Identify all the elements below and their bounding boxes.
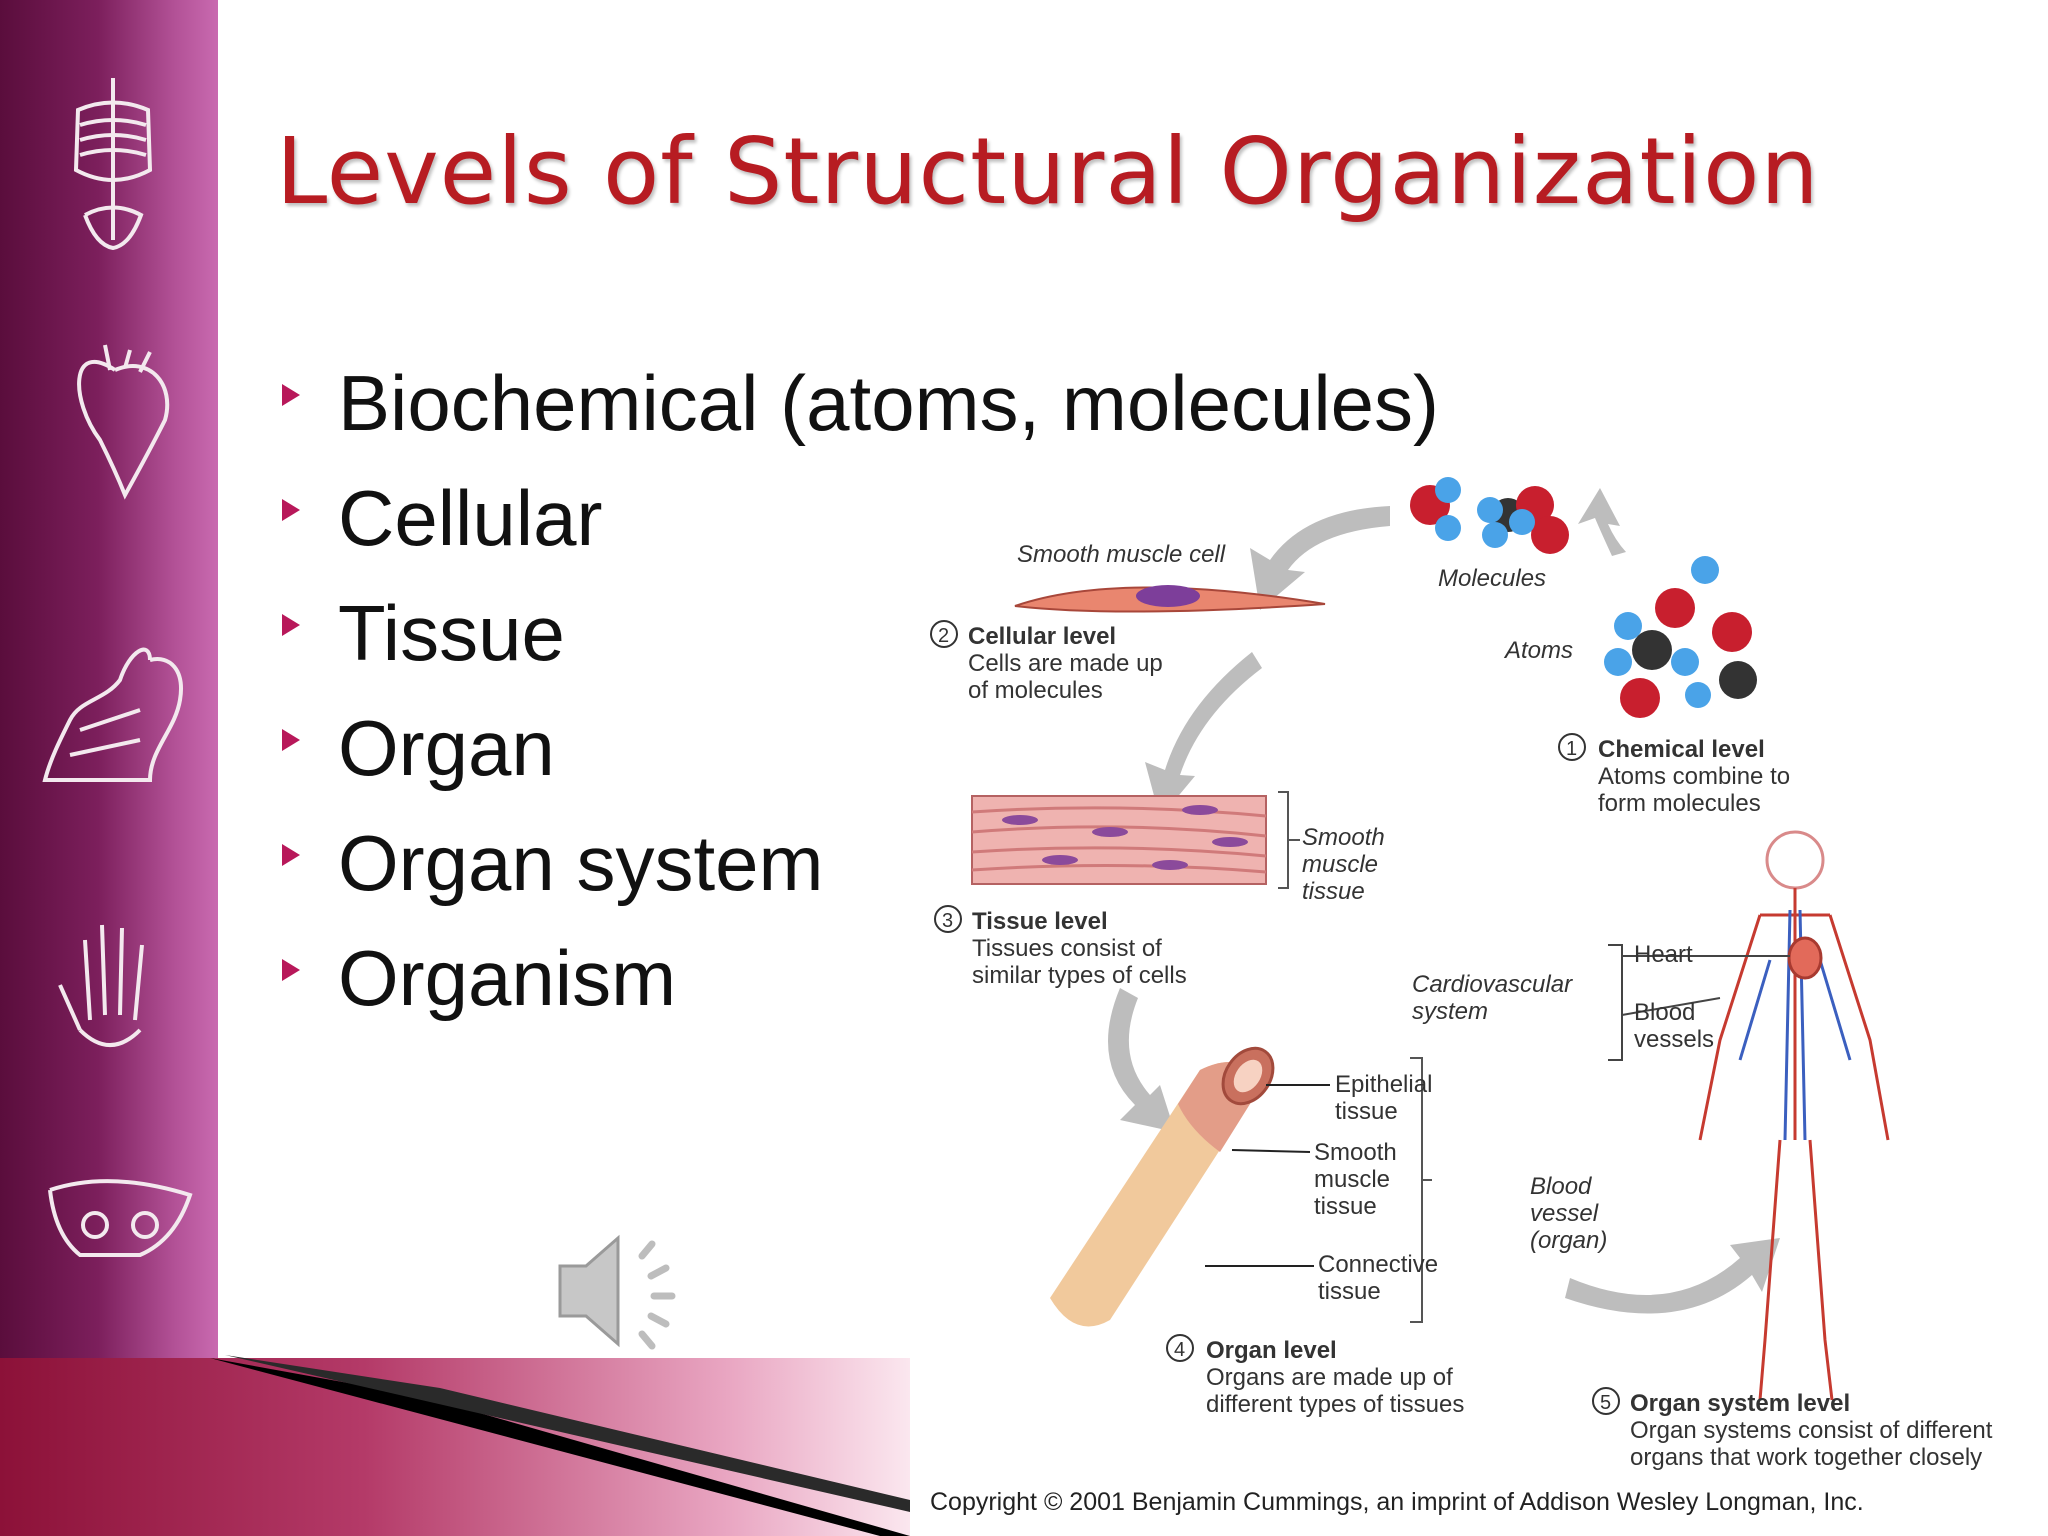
level-4-organ: 4 Organ level Organs are made up of diff… [1166, 1334, 1464, 1418]
arrow-tissue-to-organ [1108, 988, 1175, 1132]
label-organ-smooth-muscle: Smooth muscle tissue [1314, 1139, 1397, 1220]
smooth-muscle-cell [1014, 585, 1326, 613]
label-line: muscle [1302, 851, 1378, 878]
sidebar [0, 0, 218, 1370]
level-title: Chemical level [1598, 736, 1765, 763]
level-number: 4 [1174, 1339, 1185, 1361]
level-1-chemical: 1 Chemical level Atoms combine to form m… [1558, 733, 1790, 817]
level-number: 1 [1566, 738, 1577, 760]
blood-vessel-organ [1050, 1046, 1432, 1327]
level-number: 2 [938, 625, 949, 647]
diagram-labels: Smooth muscle cell Molecules Atoms 1 Che… [930, 541, 1993, 1471]
hand-bones-icon [58, 924, 144, 1047]
arrow-organ-to-system [1565, 1238, 1780, 1314]
level-desc: different types of tissues [1206, 1391, 1464, 1418]
label-line: Connective [1318, 1251, 1438, 1278]
label-smooth-muscle-cell: Smooth muscle cell [1017, 541, 1226, 568]
decorative-swoosh [210, 1355, 910, 1536]
level-title: Tissue level [972, 908, 1108, 935]
level-desc: Organs are made up of [1206, 1364, 1453, 1391]
label-line: (organ) [1530, 1227, 1607, 1254]
level-desc: organs that work together closely [1630, 1444, 1982, 1471]
sidebar-icons [42, 78, 193, 1257]
label-line: muscle [1314, 1166, 1390, 1193]
level-number: 3 [942, 910, 953, 932]
level-desc: similar types of cells [972, 962, 1187, 989]
level-3-tissue: 3 Tissue level Tissues consist of simila… [934, 905, 1187, 989]
bullet-arrow-icon [282, 499, 300, 521]
flow-arrows [1108, 488, 1780, 1314]
head-muscles-icon [42, 647, 183, 782]
arrow-cell-to-tissue [1145, 652, 1262, 818]
pelvis-icon [48, 1179, 193, 1257]
heart-icon [77, 344, 170, 500]
level-title: Organ system level [1630, 1390, 1850, 1417]
label-epithelial-tissue: Epithelial tissue [1335, 1071, 1432, 1125]
label-line: vessel [1530, 1200, 1599, 1227]
bullet-arrow-icon [282, 959, 300, 981]
bullet-arrow-icon [282, 384, 300, 406]
label-molecules: Molecules [1438, 565, 1546, 592]
diagram-svg: Smooth muscle cell Molecules Atoms 1 Che… [930, 477, 1993, 1471]
label-line: Epithelial [1335, 1071, 1432, 1098]
level-desc: Atoms combine to [1598, 763, 1790, 790]
bullet-arrow-icon [282, 729, 300, 751]
level-desc: Organ systems consist of different [1630, 1417, 1993, 1444]
label-line: tissue [1314, 1193, 1377, 1220]
label-line: vessels [1634, 1026, 1714, 1053]
molecules-cluster [1410, 477, 1569, 554]
level-desc: Tissues consist of [972, 935, 1162, 962]
label-line: tissue [1318, 1278, 1381, 1305]
human-cardiovascular-figure [1608, 830, 1890, 1401]
copyright-text: Copyright © 2001 Benjamin Cummings, an i… [930, 1488, 1864, 1516]
arrow-molecules-to-cell [1250, 506, 1390, 610]
label-heart: Heart [1634, 941, 1693, 968]
label-blood-vessels: Blood vessels [1634, 999, 1714, 1053]
label-line: Smooth [1314, 1139, 1397, 1166]
label-line: Blood [1634, 999, 1695, 1026]
label-cardiovascular-system: Cardiovascular system [1412, 971, 1573, 1025]
bullet-arrow-icon [282, 614, 300, 636]
label-atoms: Atoms [1503, 637, 1573, 664]
label-smooth-muscle-tissue: Smooth muscle tissue [1302, 824, 1385, 905]
bullet-arrow-icon [282, 844, 300, 866]
skeleton-torso-icon [73, 78, 153, 251]
speaker-icon[interactable] [556, 1226, 696, 1356]
level-number: 5 [1600, 1392, 1611, 1414]
levels-diagram: Smooth muscle cell Molecules Atoms 1 Che… [910, 440, 2030, 1485]
bottom-decoration [0, 1358, 910, 1536]
label-line: system [1412, 998, 1488, 1025]
slide-title: Levels of Structural Organization [276, 118, 1820, 225]
level-title: Organ level [1206, 1337, 1337, 1364]
label-line: tissue [1302, 878, 1365, 905]
atoms-cluster [1604, 556, 1757, 718]
level-desc: form molecules [1598, 790, 1761, 817]
label-line: tissue [1335, 1098, 1398, 1125]
level-2-cellular: 2 Cellular level Cells are made up of mo… [930, 620, 1163, 704]
label-blood-vessel-organ: Blood vessel (organ) [1530, 1173, 1607, 1254]
smooth-muscle-tissue [971, 791, 1300, 889]
label-line: Smooth [1302, 824, 1385, 851]
level-desc: Cells are made up [968, 650, 1163, 677]
label-line: Blood [1530, 1173, 1592, 1200]
level-5-organ-system: 5 Organ system level Organ systems consi… [1592, 1387, 1993, 1471]
level-desc: of molecules [968, 677, 1103, 704]
level-title: Cellular level [968, 623, 1116, 650]
label-connective-tissue: Connective tissue [1318, 1251, 1438, 1305]
arrow-atoms-to-molecules [1578, 488, 1626, 556]
label-line: Cardiovascular [1412, 971, 1573, 998]
